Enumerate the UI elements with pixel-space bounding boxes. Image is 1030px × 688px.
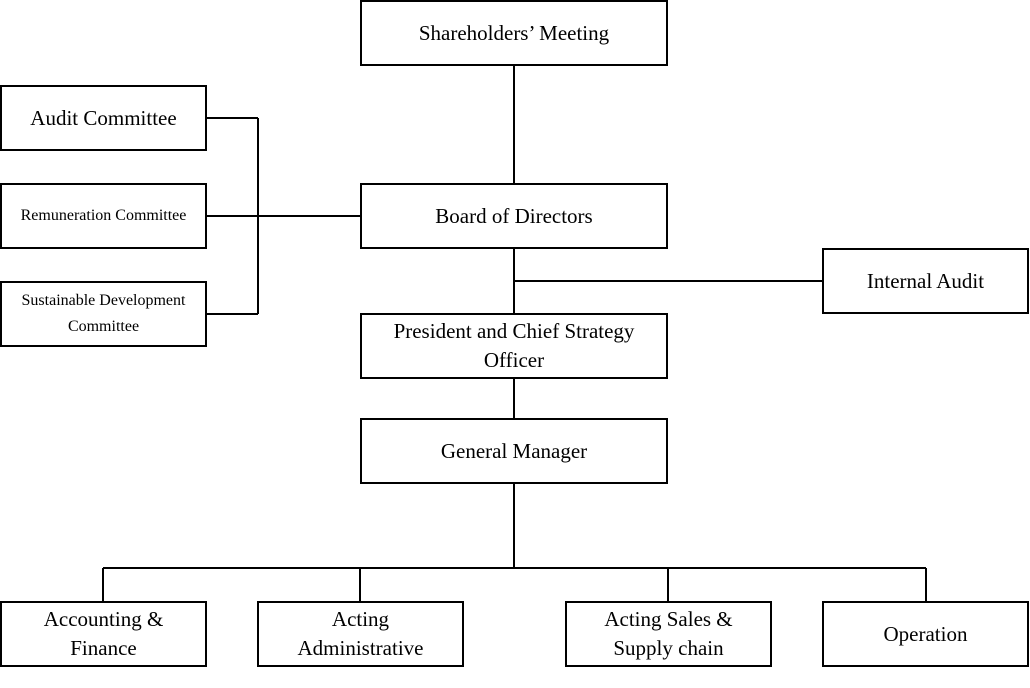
node-sustainable-development-committee: Sustainable Development Committee (0, 281, 207, 347)
node-acting-sales-supply-chain: Acting Sales & Supply chain (565, 601, 772, 667)
node-shareholders-meeting: Shareholders’ Meeting (360, 0, 668, 66)
node-board-of-directors: Board of Directors (360, 183, 668, 249)
node-acting-administrative: Acting Administrative (257, 601, 464, 667)
node-general-manager: General Manager (360, 418, 668, 484)
node-label: Shareholders’ Meeting (418, 20, 610, 45)
node-label: Acting Sales & Supply chain (604, 607, 733, 660)
node-audit-committee: Audit Committee (0, 85, 207, 151)
node-label: Board of Directors (435, 203, 593, 228)
node-label: Audit Committee (30, 105, 177, 130)
node-label: Operation (883, 621, 968, 646)
node-label: Internal Audit (866, 268, 985, 293)
node-label: Sustainable Development Committee (21, 292, 186, 335)
node-remuneration-committee: Remuneration Committee (0, 183, 207, 249)
node-internal-audit: Internal Audit (822, 248, 1029, 314)
node-operation: Operation (822, 601, 1029, 667)
node-label: Accounting & Finance (43, 607, 164, 660)
node-label: Acting Administrative (297, 607, 424, 660)
node-president-chief-strategy-officer: President and Chief Strategy Officer (360, 313, 668, 379)
node-accounting-finance: Accounting & Finance (0, 601, 207, 667)
node-label: General Manager (440, 438, 588, 463)
node-label: Remuneration Committee (20, 207, 187, 224)
node-label: President and Chief Strategy Officer (393, 319, 635, 372)
